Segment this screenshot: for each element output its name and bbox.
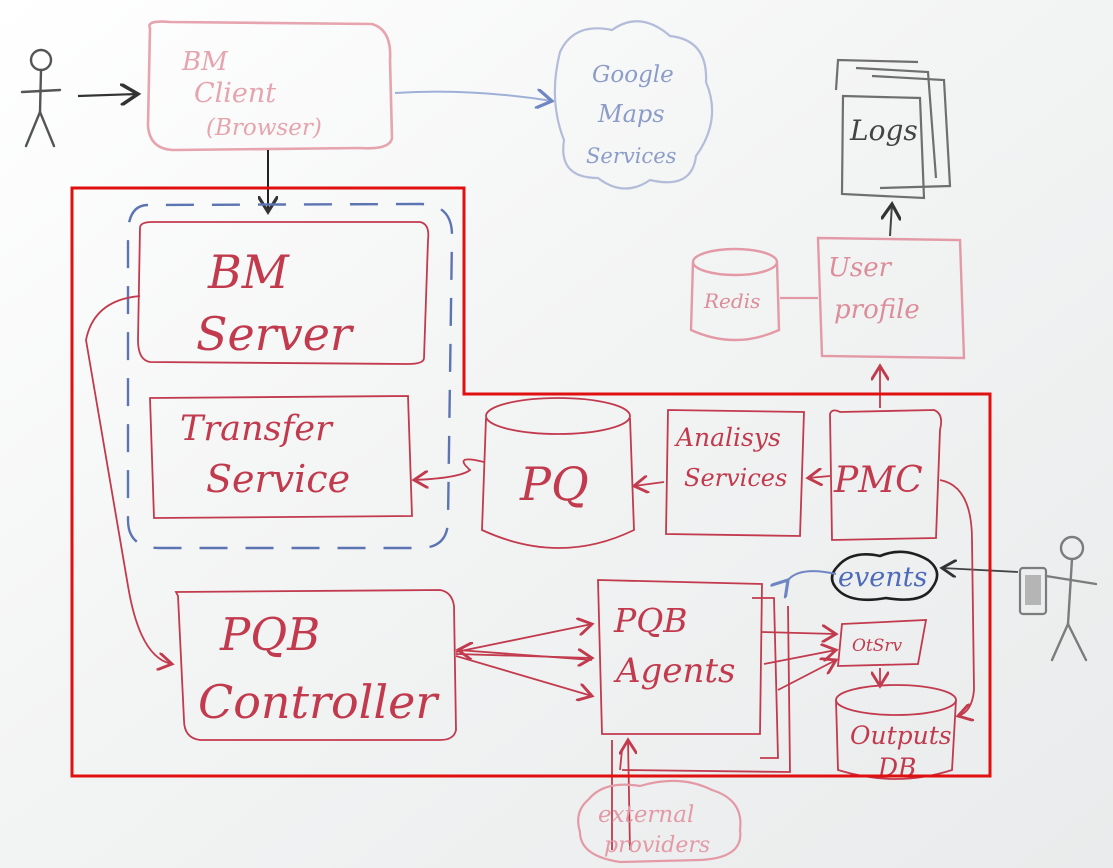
maps-label-line1: Google xyxy=(592,62,674,88)
pqb-agents-stack: PQB Agents xyxy=(597,579,791,773)
events-label: events xyxy=(838,562,927,593)
external-providers-label-line2: providers xyxy=(604,833,710,858)
pq-label: PQ xyxy=(519,457,589,511)
bm-client-label-line1: BM xyxy=(181,47,229,77)
bm-client-box: BM Client (Browser) xyxy=(146,20,394,152)
analysis-services-box: Analisys Services xyxy=(665,409,805,537)
providers-to-agents-arrows xyxy=(612,740,630,851)
pmc-to-db-arrow xyxy=(939,479,975,716)
bm-server-box: BM Server xyxy=(137,221,430,365)
transfer-label-line2: Service xyxy=(206,457,350,501)
events-to-agents-arrow xyxy=(788,570,837,580)
logs-stack: Logs xyxy=(834,58,952,200)
redis-cylinder: Redis xyxy=(689,247,781,342)
pqb-agents-label-line1: PQB xyxy=(613,601,688,640)
device-to-events-arrow xyxy=(942,568,1019,572)
maps-label-line2: Maps xyxy=(597,100,665,128)
logs-label: Logs xyxy=(849,114,918,147)
transfer-label-line1: Transfer xyxy=(180,409,334,449)
bm-server-label-line1: BM xyxy=(207,245,291,299)
client-to-maps-arrow xyxy=(394,92,552,101)
bm-client-label-line3: (Browser) xyxy=(206,115,322,141)
focus-region-outline xyxy=(70,186,992,778)
device-mobile-device-icon xyxy=(1018,566,1048,616)
analysis-to-pq-arrow xyxy=(634,482,665,486)
otsrv-box: OtSrv xyxy=(837,619,928,667)
pqb-agents-label-line2: Agents xyxy=(613,651,735,691)
server-boundary-dashed xyxy=(126,202,454,550)
google-maps-services-cloud: Google Maps Services xyxy=(553,20,714,190)
profile-to-logs-arrow xyxy=(890,204,892,237)
bm-server-label-line2: Server xyxy=(196,307,355,361)
pmc-label: PMC xyxy=(833,460,923,501)
pq-queue-cylinder: PQ xyxy=(481,397,635,549)
user-profile-box: User profile xyxy=(816,236,966,360)
external-providers-label-line1: external xyxy=(598,802,694,828)
external-providers-cloud: external providers xyxy=(577,779,742,864)
agents-to-otsrv-arrows xyxy=(761,632,836,691)
transfer-service-box: Transfer Service xyxy=(149,395,413,519)
user-to-client-arrow xyxy=(77,94,138,96)
pqb-controller-label-line2: Controller xyxy=(198,675,440,729)
user-profile-label-line1: User xyxy=(828,253,893,283)
pq-to-transfer-arrow xyxy=(414,458,485,480)
outputs-db-label-line2: DB xyxy=(877,753,916,782)
events-bubble: events xyxy=(830,550,939,602)
outputs-db-label-line1: Outputs xyxy=(850,721,952,750)
otsrv-label: OtSrv xyxy=(852,636,903,656)
user-right-stick-figure-icon xyxy=(1044,535,1098,662)
user-stick-figure-icon xyxy=(20,48,62,148)
bm-client-label-line2: Client xyxy=(194,78,276,109)
analysis-label-line2: Services xyxy=(684,464,787,492)
maps-label-line3: Services xyxy=(586,144,677,168)
pmc-to-analysis-arrow xyxy=(808,476,831,478)
server-to-controller-arrow xyxy=(85,295,172,664)
user-profile-label-line2: profile xyxy=(834,295,920,325)
pqb-controller-box: PQB Controller xyxy=(174,589,457,741)
analysis-label-line1: Analisys xyxy=(674,423,781,452)
redis-label: Redis xyxy=(703,289,760,313)
controller-to-agents-arrows xyxy=(456,624,592,696)
pmc-box: PMC xyxy=(829,409,943,541)
pqb-controller-label-line1: PQB xyxy=(219,608,320,661)
